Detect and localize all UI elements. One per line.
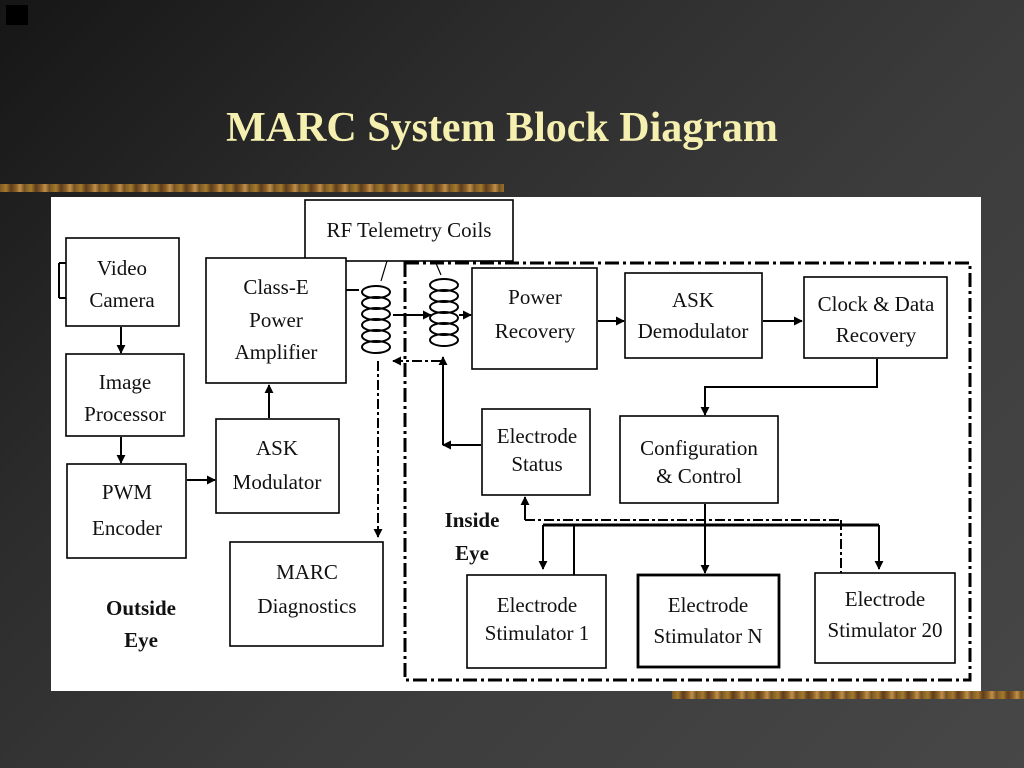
- class-e-label-2: Power: [249, 308, 303, 332]
- electrode-stimulator-20-box: [814, 572, 956, 664]
- video-camera-box: [65, 237, 180, 327]
- class-e-power-amplifier-box: [205, 257, 347, 384]
- ask-demodulator-label-2: Demodulator: [638, 319, 749, 343]
- video-camera-label-2: Camera: [89, 288, 155, 312]
- connectors: [116, 260, 884, 577]
- pwm-encoder-label-2: Encoder: [92, 516, 162, 540]
- ask-modulator-label: ASK: [256, 436, 298, 460]
- electrode-stimulator-1-label-2: Stimulator 1: [485, 621, 589, 645]
- image-processor-label: Image: [99, 370, 151, 394]
- marc-diagnostics-box: [229, 541, 384, 647]
- receive-coil-icon: [429, 278, 459, 347]
- inside-eye-boundary: [403, 261, 972, 682]
- configuration-control-box: [619, 415, 779, 504]
- clock-data-recovery-label-2: Recovery: [836, 323, 917, 347]
- rf-telemetry-coils-box: [304, 199, 514, 262]
- diagram-panel: RF Telemetry Coils Video Camera Image Pr…: [51, 197, 981, 691]
- electrode-stimulator-n-label: Electrode: [668, 593, 748, 617]
- marc-diagnostics-label-2: Diagnostics: [257, 594, 356, 618]
- ask-modulator-label-2: Modulator: [233, 470, 322, 494]
- inside-eye-label: Inside: [445, 508, 500, 532]
- electrode-status-box: [481, 408, 591, 496]
- transmit-coil-icon: [361, 285, 391, 354]
- corner-square: [6, 5, 28, 25]
- ask-demodulator-label: ASK: [672, 288, 714, 312]
- electrode-stimulator-20-label: Electrode: [845, 587, 925, 611]
- class-e-label: Class-E: [243, 275, 308, 299]
- electrode-status-label: Electrode: [497, 424, 577, 448]
- decorative-rule-bottom: [672, 691, 1024, 699]
- power-recovery-label: Power: [508, 285, 562, 309]
- ask-demodulator-box: [624, 272, 763, 359]
- video-camera-label: Video: [97, 256, 147, 280]
- electrode-stimulator-1-box: [466, 574, 607, 669]
- decorative-rule-top: [0, 184, 504, 192]
- configuration-control-label-2: & Control: [656, 464, 742, 488]
- pwm-encoder-box: [66, 463, 187, 559]
- marc-diagnostics-label: MARC: [276, 560, 338, 584]
- electrode-stimulator-20-label-2: Stimulator 20: [828, 618, 943, 642]
- outside-eye-label: Outside: [106, 596, 176, 620]
- inside-eye-label-2: Eye: [455, 541, 489, 565]
- block-diagram: RF Telemetry Coils Video Camera Image Pr…: [58, 199, 972, 682]
- ask-modulator-box: [215, 418, 340, 514]
- image-processor-label-2: Processor: [84, 402, 166, 426]
- rf-telemetry-coils-label: RF Telemetry Coils: [327, 218, 492, 242]
- clock-data-recovery-label: Clock & Data: [818, 292, 935, 316]
- electrode-stimulator-n-label-2: Stimulator N: [653, 624, 762, 648]
- power-recovery-label-2: Recovery: [495, 319, 576, 343]
- electrode-status-label-2: Status: [511, 452, 562, 476]
- clock-data-recovery-box: [803, 276, 948, 359]
- pwm-encoder-label: PWM: [102, 480, 153, 504]
- slide-title: MARC System Block Diagram: [226, 105, 778, 151]
- class-e-label-3: Amplifier: [235, 340, 318, 364]
- power-recovery-box: [471, 267, 598, 370]
- outside-eye-label-2: Eye: [124, 628, 158, 652]
- configuration-control-label: Configuration: [640, 436, 758, 460]
- electrode-stimulator-n-box: [636, 573, 781, 669]
- image-processor-box: [65, 353, 185, 437]
- electrode-stimulator-1-label: Electrode: [497, 593, 577, 617]
